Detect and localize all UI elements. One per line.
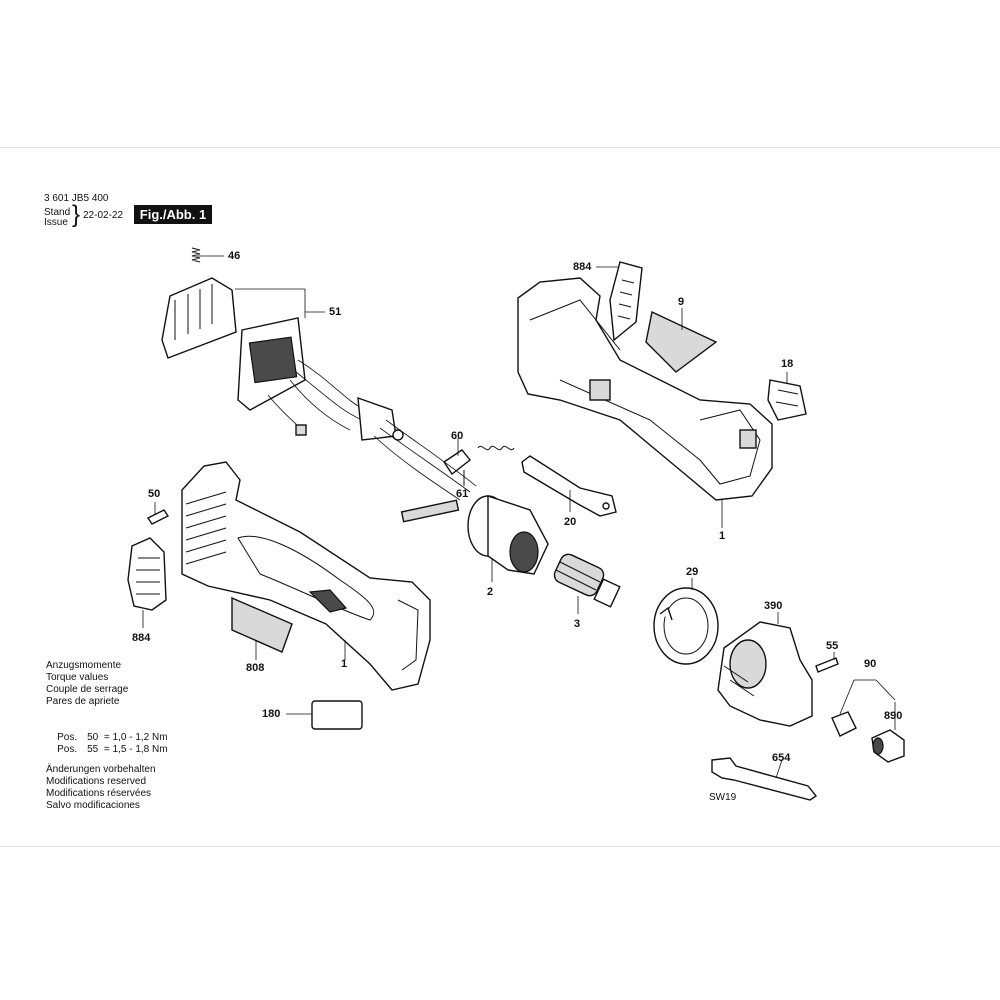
modification-note: Salvo modificaciones <box>46 800 140 811</box>
part-label-890: 890 <box>884 710 903 722</box>
part-label-50: 50 <box>148 488 161 500</box>
top-divider <box>0 147 1000 148</box>
torque-note: Couple de serrage <box>46 684 129 695</box>
part-label-61: 61 <box>456 488 469 500</box>
spec-value: = 1,5 - 1,8 Nm <box>103 744 168 755</box>
figure-badge: Fig./Abb. 1 <box>134 205 212 224</box>
part-label-3: 3 <box>574 618 581 630</box>
switch-lever-20 <box>521 455 617 517</box>
part-label-55: 55 <box>826 640 839 652</box>
label-plate-9 <box>645 308 718 373</box>
part-label-390: 390 <box>764 600 783 612</box>
torque-spec-row: Pos. 50 = 1,0 - 1,2 Nm <box>46 720 168 756</box>
part-label-180: 180 <box>262 708 281 720</box>
part-label-46: 46 <box>228 250 241 262</box>
spring-46 <box>191 247 224 263</box>
housing-half-right <box>517 277 773 528</box>
collet-90 <box>831 679 896 737</box>
part-label-884-top: 884 <box>573 261 592 273</box>
part-label-884-left: 884 <box>132 632 151 644</box>
document-number: 3 601 JB5 400 <box>44 193 109 204</box>
part-label-20: 20 <box>564 516 577 528</box>
part-label-29: 29 <box>686 566 699 578</box>
modification-note: Modifications reserved <box>46 776 147 787</box>
spec-prefix: Pos. <box>57 744 78 755</box>
part-label-51: 51 <box>329 306 342 318</box>
part-label-9: 9 <box>678 296 685 308</box>
torque-spec-row: Pos. 55 = 1,5 - 1,8 Nm <box>46 732 168 768</box>
cover-884-left <box>127 537 167 628</box>
spec-prefix: Pos. <box>57 732 78 743</box>
cover-884-top <box>596 261 643 342</box>
fan-29 <box>653 578 719 665</box>
screw-50 <box>146 502 170 525</box>
screw-55 <box>815 652 839 673</box>
modification-note: Modifications réservées <box>46 788 152 799</box>
part-label-18: 18 <box>781 358 794 370</box>
torque-note: Pares de apriete <box>46 696 120 707</box>
issue-label: Issue <box>44 217 68 228</box>
modification-note: Änderungen vorbehalten <box>46 764 156 775</box>
part-label-654: 654 <box>772 752 791 764</box>
label-plate-808 <box>231 596 293 660</box>
part-label-2: 2 <box>487 586 494 598</box>
housing-half-left <box>181 461 431 691</box>
part-label-1-right: 1 <box>719 530 726 542</box>
part-label-90: 90 <box>864 658 877 670</box>
armature-3 <box>553 553 621 614</box>
stand-label: Stand <box>44 207 71 218</box>
spec-value: = 1,0 - 1,2 Nm <box>103 732 168 743</box>
tool-case-180 <box>286 700 363 730</box>
part-label-808: 808 <box>246 662 265 674</box>
wrench-size-label: SW19 <box>709 792 737 803</box>
bottom-divider <box>0 846 1000 847</box>
wiring <box>373 419 477 501</box>
spec-pos: 50 <box>87 732 99 743</box>
issue-date: 22-02-22 <box>83 210 124 221</box>
stator-2 <box>467 495 549 582</box>
collet-nut-890 <box>871 702 905 763</box>
torque-note: Torque values <box>46 672 109 683</box>
brush-holder-60 <box>443 438 515 486</box>
wrench-654 <box>711 757 818 801</box>
brace-glyph: } <box>72 201 81 228</box>
spec-pos: 55 <box>87 744 99 755</box>
torque-note: Anzugsmomente <box>46 660 122 671</box>
gear-head-390 <box>717 612 813 727</box>
part-label-1-left: 1 <box>341 658 348 670</box>
connector <box>400 499 460 523</box>
part-label-60: 60 <box>451 430 464 442</box>
switch-module-51 <box>161 277 404 441</box>
plug-18 <box>767 372 807 421</box>
